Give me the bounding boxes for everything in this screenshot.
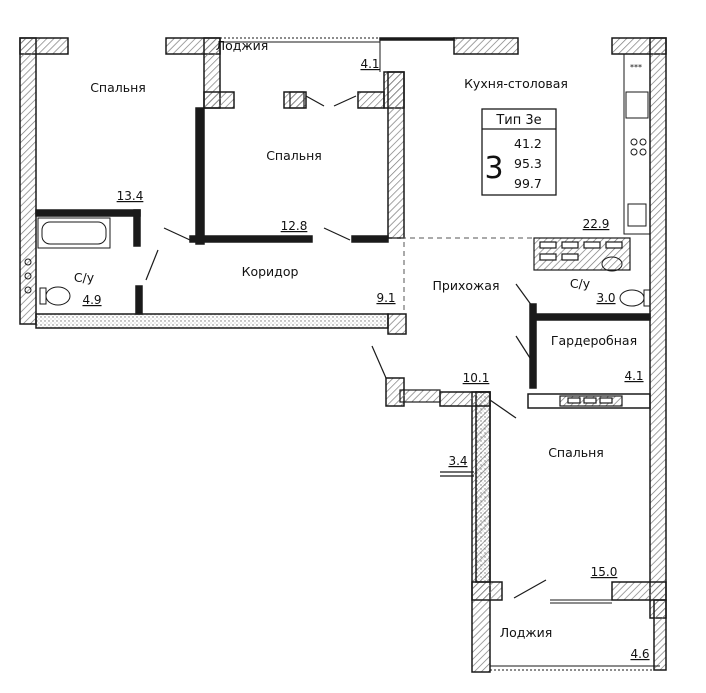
room-label-hallway: Прихожая: [433, 278, 500, 293]
room-label-loggia-top: Лоджия: [216, 38, 269, 53]
room-label-bathroom-2: С/у: [570, 276, 591, 291]
corridor-wall: [35, 313, 389, 329]
type-box: Тип 3е 3 41.2 95.3 99.7: [481, 108, 557, 196]
room-label-bedroom-1: Спальня: [90, 80, 146, 95]
zone-lines: [392, 237, 540, 314]
room-label-kitchen: Кухня-столовая: [464, 76, 568, 91]
type-value-living: 41.2: [514, 136, 542, 151]
room-label-bedroom-2: Спальня: [266, 148, 322, 163]
type-rooms: 3: [484, 151, 503, 186]
area-bedroom-3: 15.0: [591, 565, 618, 579]
room-label-loggia-bottom: Лоджия: [500, 625, 553, 640]
type-box-frame: [481, 108, 557, 196]
area-bathroom-2: 3.0: [596, 291, 615, 305]
area-kitchen: 22.9: [583, 217, 610, 231]
hall-wall: [439, 391, 491, 407]
svg-text:***: ***: [630, 63, 642, 72]
loggia-top-rail: [220, 37, 381, 72]
room-label-bathroom-1: С/у: [74, 270, 95, 285]
hall-column: [475, 391, 491, 583]
room-label-corridor: Коридор: [242, 264, 299, 279]
area-bedroom-1: 13.4: [117, 189, 144, 203]
room-label-wardrobe: Гардеробная: [551, 333, 637, 348]
corridor-wall-end: [387, 313, 407, 335]
doors: [145, 95, 547, 599]
kitchen-equipment: ***: [623, 53, 651, 235]
area-wardrobe: 4.1: [624, 369, 643, 383]
radiator-dot: [24, 258, 32, 266]
area-bedroom-2: 12.8: [281, 219, 308, 233]
side-balcony: [440, 471, 474, 477]
area-bathroom-1: 4.9: [82, 293, 101, 307]
interior-walls: [35, 37, 651, 409]
type-value-total-loggia: 99.7: [514, 176, 542, 191]
area-loggia-bottom: 4.6: [630, 647, 649, 661]
loggia-bottom-rail: [490, 599, 660, 671]
vent-blocks: [399, 237, 631, 407]
walls: [19, 37, 667, 673]
area-balcony-side: 3.4: [448, 454, 467, 468]
area-corridor: 9.1: [376, 291, 395, 305]
bath-fixtures: [24, 217, 651, 307]
area-hallway: 10.1: [463, 371, 490, 385]
type-title: Тип 3е: [495, 113, 541, 128]
wall-stub: [289, 91, 305, 109]
area-loggia-top: 4.1: [360, 57, 379, 71]
type-value-total: 95.3: [514, 156, 542, 171]
room-label-bedroom-3: Спальня: [548, 445, 604, 460]
